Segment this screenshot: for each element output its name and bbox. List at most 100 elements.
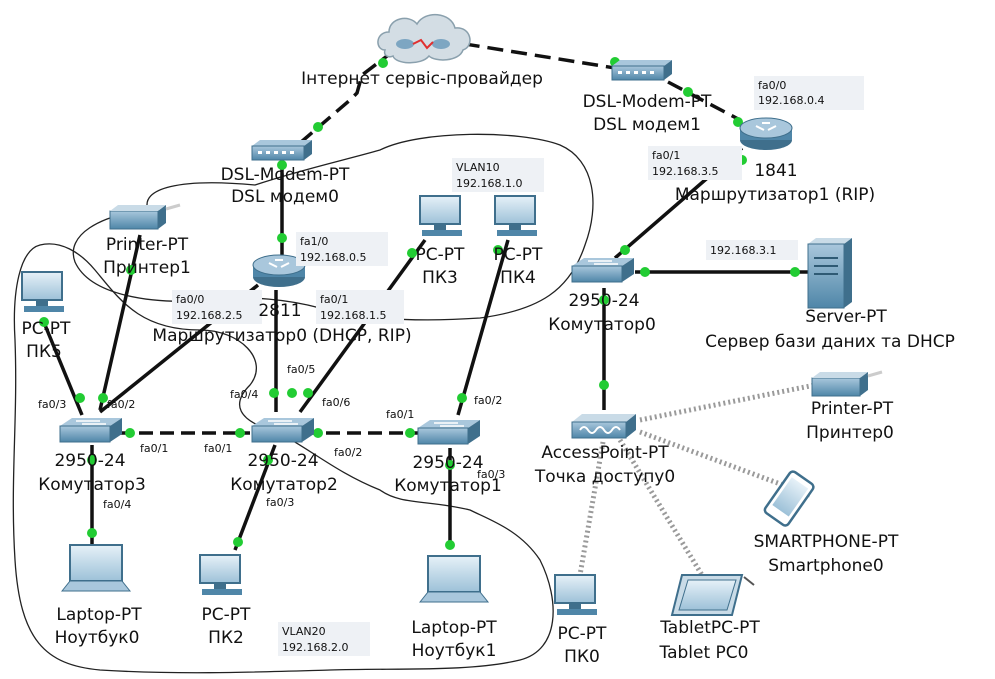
device-labels: Інтернет сервіс-провайдер DSL-Modem-PT D… xyxy=(22,69,955,667)
device-name-label: Ноутбук0 xyxy=(55,628,140,648)
port-label: fa0/2 xyxy=(474,394,502,407)
device-name-label: ПК4 xyxy=(500,268,536,288)
port-dot xyxy=(620,245,630,255)
access-point-icon[interactable] xyxy=(571,414,636,439)
device-model-label: 2950-24 xyxy=(247,451,318,471)
device-name-label: Комутатор2 xyxy=(230,475,338,495)
port-dot xyxy=(683,87,693,97)
device-model-label: PC-PT xyxy=(202,605,252,625)
note-line: VLAN10 xyxy=(456,161,500,174)
note-line: fa0/1 xyxy=(652,149,680,162)
tablet-icon[interactable] xyxy=(670,574,755,616)
port-label: fa0/3 xyxy=(477,468,505,481)
port-dot xyxy=(445,540,455,550)
port-dot xyxy=(303,388,313,398)
device-name-label: Комутатор1 xyxy=(394,476,502,496)
device-model-label: Server-PT xyxy=(805,307,887,327)
device-name-label: ПК3 xyxy=(422,268,458,288)
port-dot xyxy=(457,393,467,403)
switch-icon[interactable] xyxy=(59,418,122,443)
pc-icon[interactable] xyxy=(494,195,537,236)
device-name-label: Точка доступу0 xyxy=(534,467,675,487)
port-label: fa0/6 xyxy=(322,396,350,409)
pc-icon[interactable] xyxy=(21,271,64,312)
device-model-label: 2950-24 xyxy=(412,453,483,473)
port-dot xyxy=(98,393,108,403)
smartphone-icon[interactable] xyxy=(763,470,815,527)
device-model-label: SMARTPHONE-PT xyxy=(754,532,899,552)
port-dot xyxy=(39,317,49,327)
device-model-label: TabletPC-PT xyxy=(659,618,760,638)
laptop-icon[interactable] xyxy=(60,544,132,592)
port-dot xyxy=(87,455,97,465)
link-pc3-switch2 xyxy=(298,238,427,414)
ip-note: fa0/1 192.168.3.5 xyxy=(648,146,742,180)
note-line: 192.168.1.5 xyxy=(320,309,386,322)
cloud-icon[interactable] xyxy=(377,14,471,64)
link-dsl0-isp xyxy=(298,48,397,145)
ip-note: fa0/0 192.168.0.4 xyxy=(754,76,864,110)
port-dot xyxy=(287,388,297,398)
port-dot xyxy=(263,455,273,465)
port-dot xyxy=(790,267,800,277)
port-dot xyxy=(87,528,97,538)
port-dot xyxy=(313,428,323,438)
device-model-label: PC-PT xyxy=(494,245,544,265)
router-icon[interactable] xyxy=(739,117,793,150)
port-labels: fa0/3 fa0/2 fa0/1 fa0/4 fa0/4 fa0/5 fa0/… xyxy=(38,363,505,511)
device-model-label: Printer-PT xyxy=(106,235,189,255)
port-label: fa0/1 xyxy=(386,408,414,421)
port-dot xyxy=(233,537,243,547)
port-dot xyxy=(445,460,455,470)
ip-note: fa0/1 192.168.1.5 xyxy=(316,290,404,324)
port-label: fa0/3 xyxy=(38,398,66,411)
note-line: 192.168.2.0 xyxy=(282,641,348,654)
printer-icon[interactable] xyxy=(109,203,181,230)
segment-outlines xyxy=(12,133,594,674)
note-line: 192.168.3.5 xyxy=(652,165,718,178)
printer-icon[interactable] xyxy=(811,370,883,397)
device-name-label: ПК0 xyxy=(564,647,600,667)
device-model-label: DSL-Modem-PT xyxy=(583,92,712,112)
note-line: VLAN20 xyxy=(282,625,326,638)
switch-icon[interactable] xyxy=(417,420,480,445)
vlan10-outline xyxy=(72,133,594,321)
port-dot xyxy=(493,245,503,255)
port-label: fa0/1 xyxy=(140,442,168,455)
pc-icon[interactable] xyxy=(419,195,462,236)
router-icon[interactable] xyxy=(252,254,306,287)
device-model-label: 2950-24 xyxy=(568,291,639,311)
dsl-modem-icon[interactable] xyxy=(611,60,672,81)
server-icon[interactable] xyxy=(807,238,852,309)
port-dot xyxy=(126,265,136,275)
pc-icon[interactable] xyxy=(554,574,597,615)
switch-icon[interactable] xyxy=(571,258,634,283)
port-dot xyxy=(277,160,287,170)
port-label: fa0/4 xyxy=(230,388,258,401)
switch-icon[interactable] xyxy=(251,418,314,443)
device-model-label: Laptop-PT xyxy=(411,618,497,638)
device-model-label: 1841 xyxy=(754,161,797,181)
link-printer1-switch3 xyxy=(98,234,142,411)
device-name-label: DSL модем1 xyxy=(593,115,701,135)
device-name-label: Smartphone0 xyxy=(768,556,883,576)
device-name-label: DSL модем0 xyxy=(231,187,339,207)
device-name-label: Принтер0 xyxy=(806,423,894,443)
note-line: 192.168.1.0 xyxy=(456,177,522,190)
note-line: fa1/0 xyxy=(300,235,328,248)
dsl-modem-icon[interactable] xyxy=(251,140,312,161)
device-name-label: Принтер1 xyxy=(103,258,191,278)
port-dot xyxy=(407,248,417,258)
device-name-label: Комутатор3 xyxy=(38,475,146,495)
port-dot xyxy=(313,122,323,132)
link-dsl1-router1 xyxy=(667,80,741,122)
port-dot xyxy=(378,58,388,68)
device-model-label: 2811 xyxy=(258,301,301,321)
laptop-icon[interactable] xyxy=(418,555,490,603)
ip-note: fa1/0 192.168.0.5 xyxy=(296,232,388,266)
device-model-label: PC-PT xyxy=(558,624,608,644)
port-dot xyxy=(733,117,743,127)
port-dot xyxy=(75,393,85,403)
pc-icon[interactable] xyxy=(199,554,242,595)
